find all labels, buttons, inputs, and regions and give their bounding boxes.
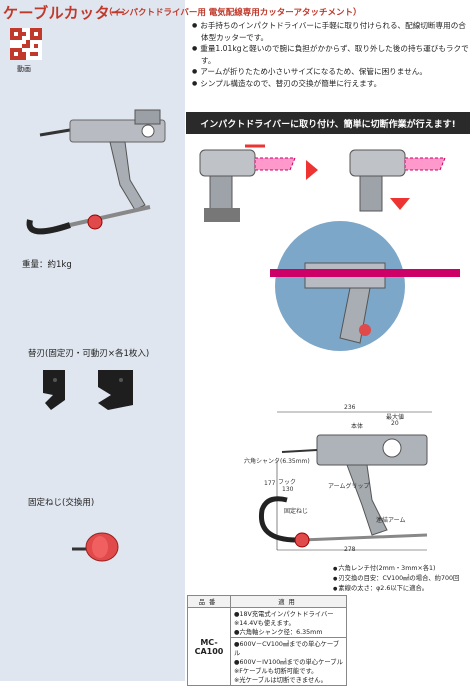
usage-banner: インパクトドライバーに取り付け、簡単に切断作業が行えます!	[186, 112, 470, 134]
blades-label: 替刃(固定刃・可動刃×各1枚入)	[28, 349, 150, 359]
feature-item: アームが折りたため小さいサイズになるため、保管に困りません。	[192, 66, 470, 78]
arm-grip-label: アームグリップ	[328, 483, 370, 490]
note-item: 素線の太さ：φ2.6以下に適合。	[333, 584, 473, 594]
screw-image	[72, 532, 119, 562]
page-header: ケーブルカッター （インパクトドライバー用 電気配線専用カッターアタッチメント）	[0, 0, 473, 22]
blades-image	[43, 370, 133, 410]
spec-line: ※光ケーブルは切断できません。	[234, 677, 327, 684]
spec-header-use: 適用	[230, 595, 347, 608]
fix-screw-label: 固定ねじ	[284, 508, 309, 515]
dimension-diagram	[258, 411, 432, 551]
spec-line: ※14.4Vも使えます。	[234, 620, 295, 627]
weight-label: 重量：約1kg	[22, 260, 72, 270]
spec-use1: ●18V充電式インパクトドライバー ※14.4Vも使えます。 ●六角軸シャンク径…	[230, 607, 347, 638]
spec-model: MC-CA100	[187, 607, 231, 686]
body-label: 本体	[351, 423, 364, 430]
dim-height2-label: 130	[282, 486, 294, 493]
dim-height-label: 177	[264, 480, 276, 487]
page-title: ケーブルカッター	[3, 4, 126, 22]
screw-label: 固定ねじ(交換用)	[28, 498, 95, 508]
spec-line: ●600V－IV100㎟までの単心ケーブル	[234, 659, 343, 666]
page-subtitle: （インパクトドライバー用 電気配線専用カッターアタッチメント）	[104, 8, 362, 18]
feature-item: お手持ちのインパクトドライバーに手軽に取り付けられる、配線切断専用の合体型カッタ…	[192, 20, 470, 43]
qr-code-icon[interactable]	[10, 28, 42, 60]
link-arm-label: 連結アーム	[376, 517, 406, 524]
usage-illustration	[199, 144, 460, 351]
dim-opening-label: 20	[391, 420, 399, 427]
note-item: 刃交換の目安：CV100㎟の場合、約700回	[333, 574, 473, 584]
product-image	[26, 109, 166, 235]
dim-width-label: 236	[344, 404, 356, 411]
hex-shank-label: 六角シャンク(6.35mm)	[244, 458, 310, 465]
spec-line: ●18V充電式インパクトドライバー	[234, 611, 334, 618]
qr-label: 動画	[17, 65, 31, 73]
spec-line: ※Fケーブルも切断可能です。	[234, 668, 318, 675]
feature-list: お手持ちのインパクトドライバーに手軽に取り付けられる、配線切断専用の合体型カッタ…	[192, 20, 470, 90]
spec-table: 品番 適用 MC-CA100 ●18V充電式インパクトドライバー ※14.4Vも…	[187, 595, 347, 686]
feature-item: 重量1.01kgと軽いので腕に負担がかからず、取り外した後の持ち運びもラクです。	[192, 43, 470, 66]
spec-use2: ●600V－CV100㎟までの単心ケーブル ●600V－IV100㎟までの単心ケ…	[230, 637, 347, 686]
hook-label: フック	[278, 479, 297, 486]
dim-max-label: 最大値	[386, 414, 405, 421]
spec-header-model: 品番	[187, 595, 231, 608]
feature-item: シンプル構造なので、替刃の交換が簡単に行えます。	[192, 78, 470, 90]
spec-line: ●600V－CV100㎟までの単心ケーブル	[234, 641, 340, 657]
note-item: 六角レンチ付(2mm・3mm×各1)	[333, 564, 473, 574]
notes-list: 六角レンチ付(2mm・3mm×各1) 刃交換の目安：CV100㎟の場合、約700…	[333, 564, 473, 594]
spec-line: ●六角軸シャンク径：6.35mm	[234, 629, 323, 636]
dim-length-label: 278	[344, 546, 356, 553]
